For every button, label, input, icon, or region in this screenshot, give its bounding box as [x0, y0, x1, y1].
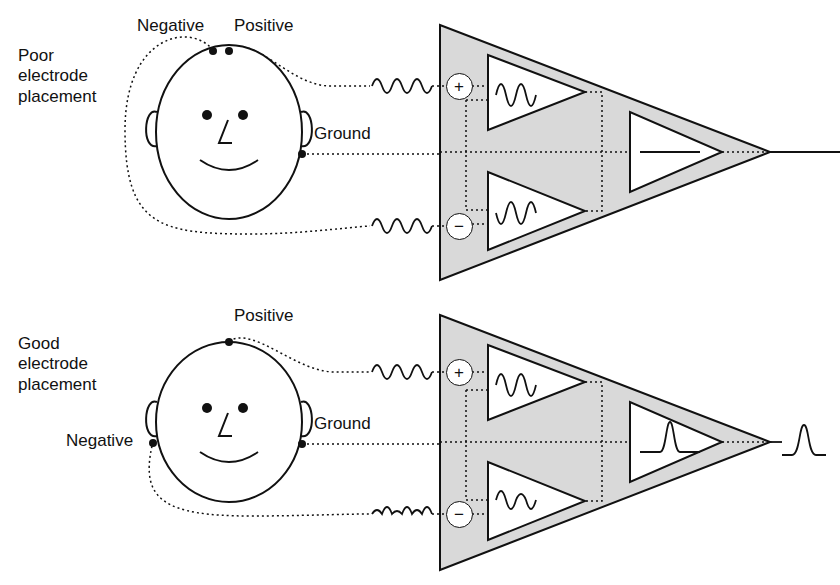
input-terminal: − [446, 501, 473, 528]
signal-wave [496, 374, 536, 396]
signal-wave [496, 202, 536, 224]
signal-wave [496, 84, 536, 106]
evoked-response [640, 422, 700, 452]
electrode-dot [225, 338, 233, 346]
flat-output [640, 151, 700, 153]
electrode-label: Positive [234, 16, 294, 36]
inner-wiring [440, 372, 770, 514]
panel-title: Poor electrode placement [18, 46, 118, 107]
inner-wiring [440, 86, 770, 224]
terminal-sign: + [454, 78, 464, 95]
panel-title: Good electrode placement [18, 334, 118, 395]
input-terminal: − [446, 213, 473, 240]
electrode-label: Negative [137, 16, 204, 36]
input-wave [372, 79, 432, 93]
electrode-dot [298, 150, 306, 158]
electrode-label: Positive [234, 306, 294, 326]
head [146, 45, 312, 219]
electrode-lead [149, 338, 440, 516]
terminal-sign: + [454, 364, 464, 381]
input-amplifier [488, 345, 585, 420]
poor-placement-figure [125, 25, 840, 280]
input-amplifier [488, 462, 585, 540]
input-terminal: + [446, 73, 473, 100]
output-response [782, 425, 826, 455]
input-amplifier [488, 55, 585, 130]
input-terminal: + [446, 359, 473, 386]
electrode-label: Negative [66, 431, 133, 451]
input-amplifier [488, 172, 585, 250]
good-placement-figure [146, 315, 826, 570]
signal-wave [496, 491, 536, 509]
head [146, 342, 312, 502]
input-wave [372, 365, 432, 379]
input-wave [372, 219, 432, 233]
differential-amplifier [440, 315, 770, 570]
terminal-sign: − [454, 218, 464, 235]
terminal-sign: − [454, 506, 464, 523]
electrode-label: Ground [314, 124, 371, 144]
input-wave [372, 507, 432, 514]
output-line [770, 151, 840, 153]
electrode-dot [225, 47, 233, 55]
electrode-lead [125, 37, 440, 234]
output-amplifier [630, 112, 722, 192]
electrode-dot [298, 440, 306, 448]
differential-amplifier [440, 25, 770, 280]
electrode-label: Ground [314, 414, 371, 434]
electrode-dot [149, 439, 157, 447]
output-amplifier [630, 402, 722, 482]
electrode-dot [209, 47, 217, 55]
